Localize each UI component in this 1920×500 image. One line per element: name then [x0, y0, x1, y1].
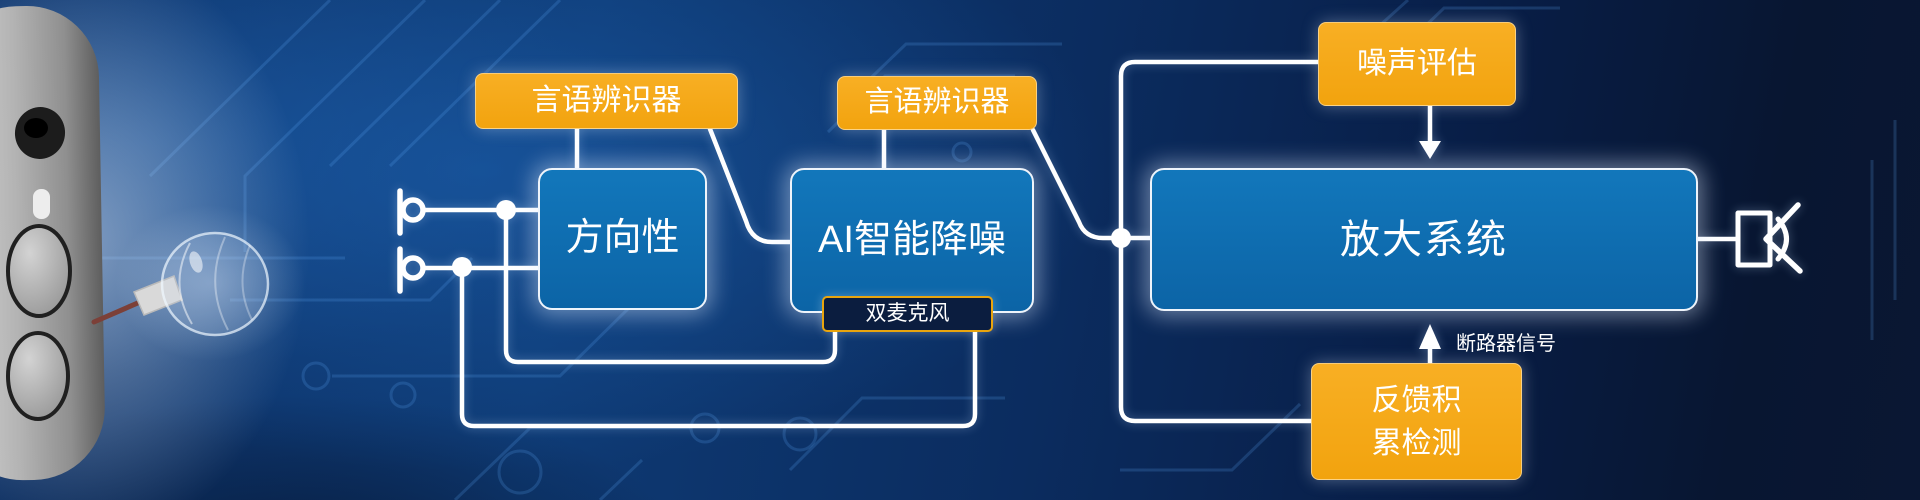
microphone-icon [397, 246, 426, 294]
block-amplification-system: 放大系统 [1150, 168, 1698, 311]
block-label: 言语辨识器 [864, 86, 1010, 119]
tag-label: 双麦克风 [865, 301, 950, 325]
block-directionality: 方向性 [538, 168, 707, 310]
breaker-signal-note: 断路器信号 [1456, 327, 1556, 356]
block-label-line2: 累检测 [1371, 426, 1462, 460]
block-label: 言语辨识器 [531, 83, 682, 117]
junction-dot [1111, 228, 1131, 248]
block-label: 噪声评估 [1357, 46, 1477, 80]
junction-dot [496, 200, 516, 220]
wire-mic2-to-dualmic [459, 264, 978, 429]
block-label: AI智能降噪 [818, 218, 1006, 261]
block-label: 方向性 [565, 217, 680, 260]
speaker-icon [1735, 202, 1803, 274]
wire-junction-to-feedback [1118, 235, 1315, 424]
arrow-down-icon [1419, 141, 1441, 159]
tag-dual-microphone: 双麦克风 [822, 296, 993, 332]
junction-dot [452, 257, 472, 277]
block-label-line1: 反馈积 [1371, 383, 1462, 417]
microphone-icon [397, 188, 426, 236]
wire-sr2-to-junction [1030, 127, 1154, 241]
block-noise-evaluation: 噪声评估 [1318, 22, 1516, 106]
block-feedback-detection: 反馈积 累检测 [1311, 363, 1522, 480]
wire-junction-to-noise [1118, 59, 1322, 241]
block-ai-noise-reduction: AI智能降噪 [790, 168, 1034, 313]
block-label: 放大系统 [1340, 217, 1508, 262]
ear-dome-photo [91, 205, 305, 361]
block-speech-recognizer-2: 言语辨识器 [837, 76, 1037, 130]
note-label: 断路器信号 [1456, 333, 1556, 355]
wire-mic1-to-dualmic [503, 207, 838, 365]
wire-sr1-to-ai [707, 126, 795, 245]
block-speech-recognizer-1: 言语辨识器 [475, 73, 738, 129]
arrow-up-icon [1419, 324, 1441, 349]
circuit-traces [100, 0, 1897, 500]
